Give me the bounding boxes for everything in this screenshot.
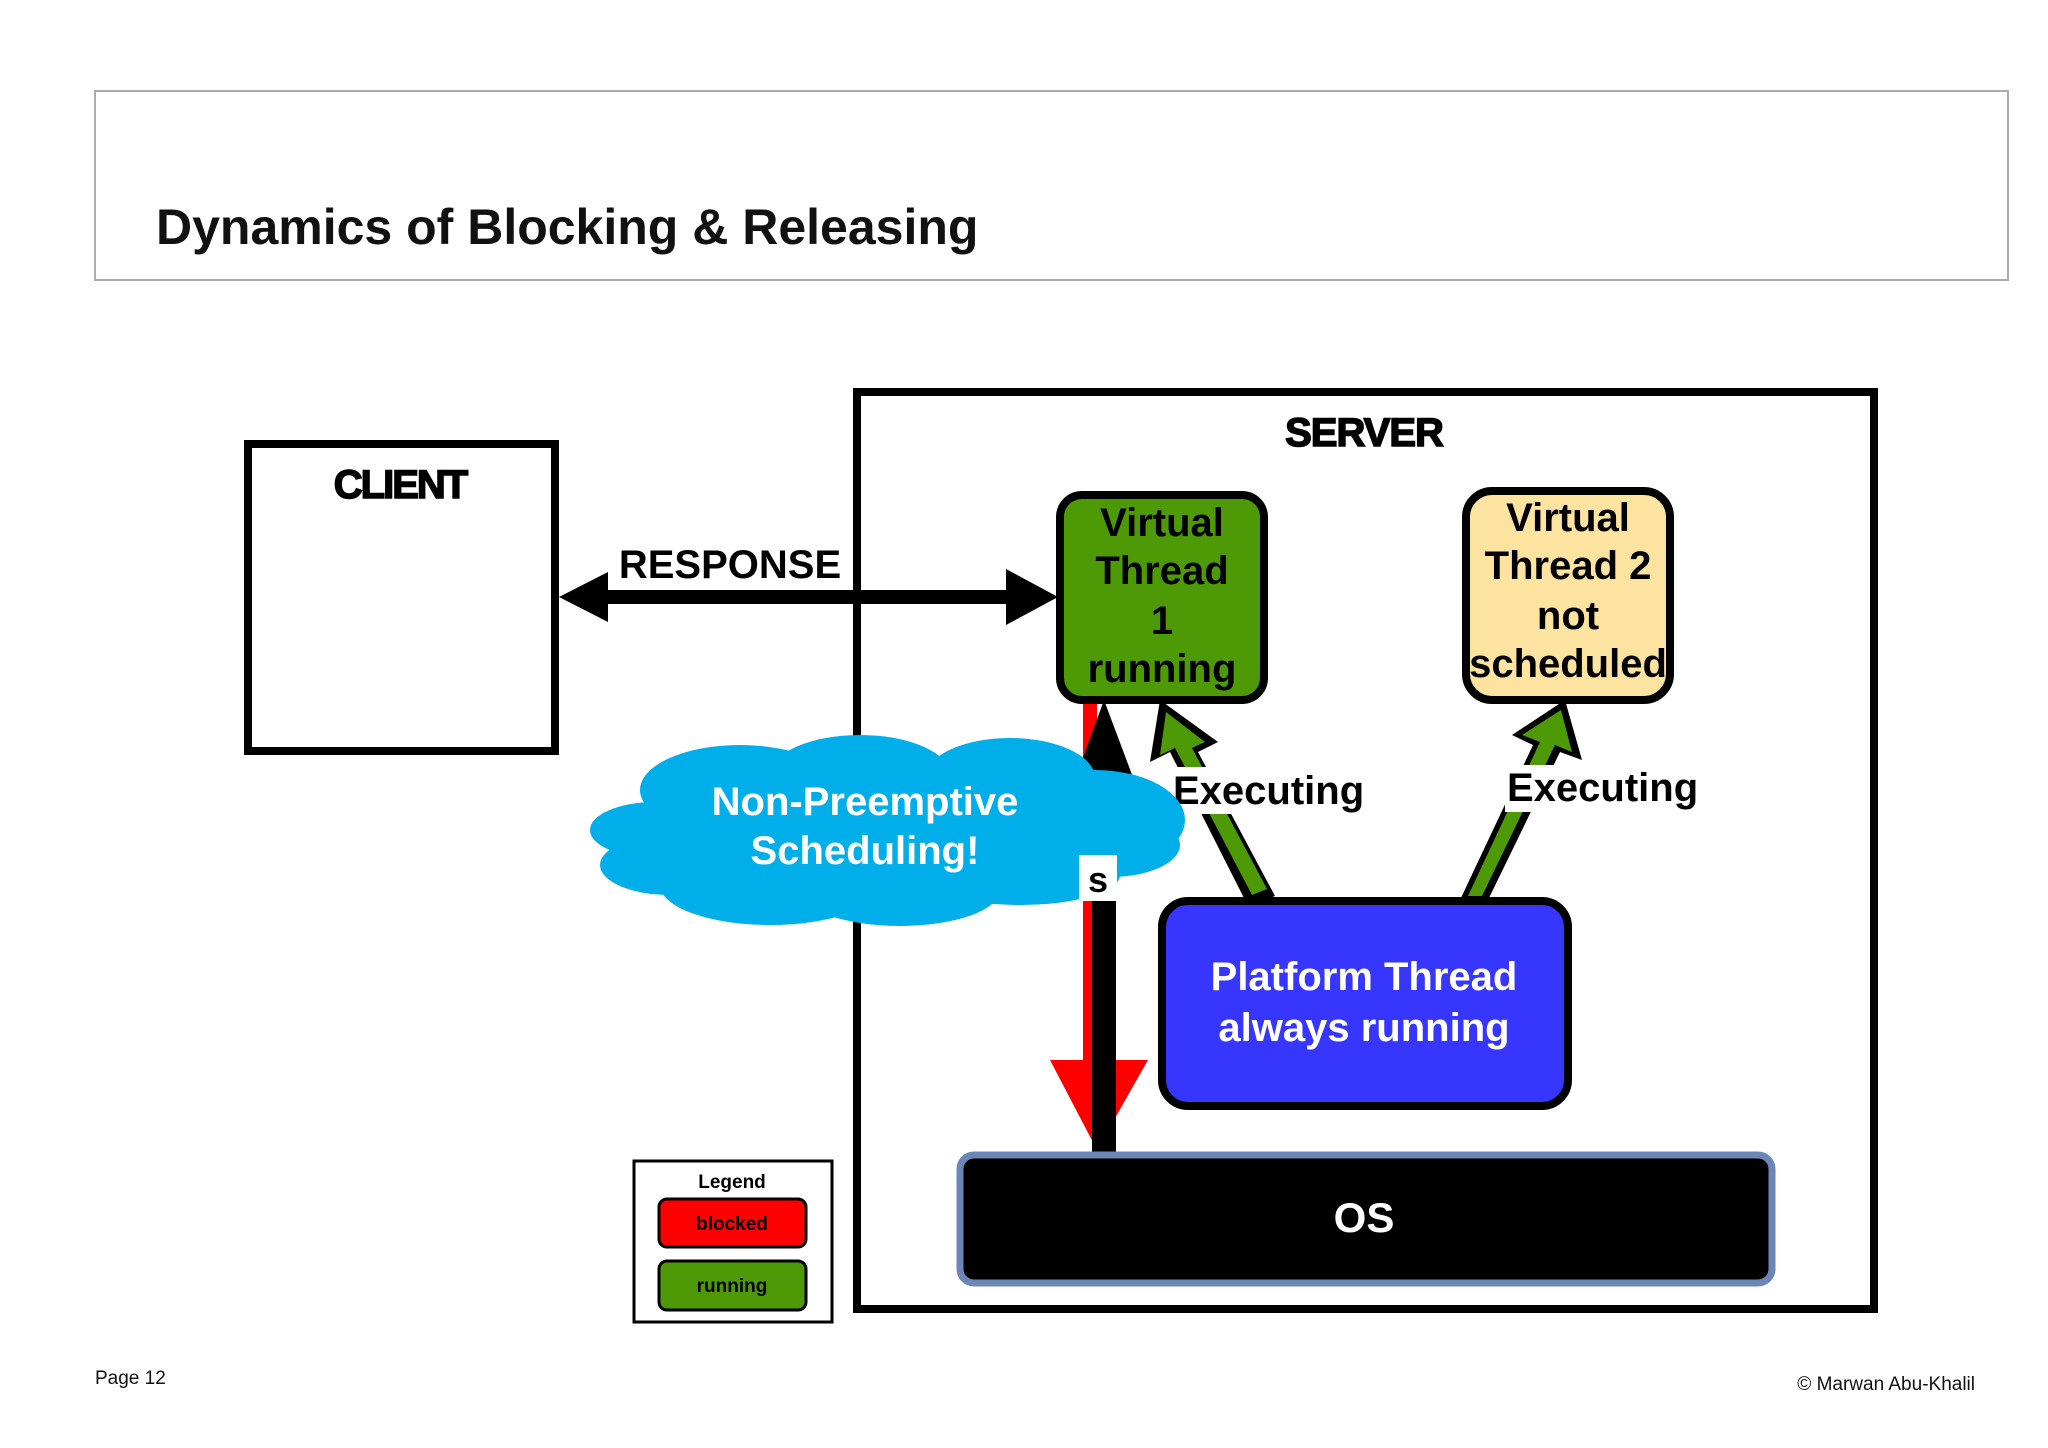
vt2-line: scheduled bbox=[1469, 642, 1667, 686]
legend-running-swatch bbox=[657, 1259, 808, 1312]
virtual-thread-2-label: Virtual Thread 2 not scheduled bbox=[1469, 496, 1667, 686]
executing-label-2-bg bbox=[1505, 765, 1699, 812]
response-label-bg bbox=[616, 543, 844, 590]
vt1-line: 1 bbox=[1151, 599, 1173, 643]
slide-title: Dynamics of Blocking & Releasing bbox=[156, 199, 979, 255]
vt1-line: Thread bbox=[1095, 549, 1228, 593]
legend-blocked-label: blocked bbox=[696, 1214, 768, 1235]
platform-thread-line-1: Platform Thread bbox=[1211, 955, 1518, 999]
cloud-line-1: Non-Preemptive bbox=[712, 780, 1019, 824]
vt2-line: Thread 2 bbox=[1485, 544, 1652, 588]
virtual-thread-1-box bbox=[1056, 491, 1268, 704]
partial-label: s bbox=[1088, 859, 1108, 900]
os-label: OS bbox=[1334, 1194, 1395, 1241]
os-box bbox=[956, 1151, 1776, 1287]
platform-thread-box bbox=[1158, 897, 1572, 1110]
title-box: Dynamics of Blocking & Releasing bbox=[94, 90, 2009, 281]
page-number: Page 12 bbox=[95, 1368, 166, 1389]
server-label: SERVER bbox=[1285, 411, 1444, 455]
executing-label-1-bg bbox=[1171, 767, 1371, 814]
vt2-line: not bbox=[1537, 594, 1599, 638]
platform-thread-line-2: always running bbox=[1218, 1006, 1509, 1050]
legend-running-label: running bbox=[697, 1276, 768, 1297]
executing-label-2: Executing bbox=[1507, 766, 1698, 810]
legend-title: Legend bbox=[698, 1172, 766, 1193]
vt1-line: Virtual bbox=[1100, 501, 1224, 545]
legend: Legend blocked running bbox=[632, 1159, 834, 1324]
client-box bbox=[244, 440, 559, 755]
copyright: © Marwan Abu-Khalil bbox=[1797, 1374, 1975, 1395]
legend-blocked-swatch bbox=[657, 1197, 808, 1249]
executing-label-1: Executing bbox=[1173, 769, 1364, 813]
virtual-thread-1-label: Virtual Thread 1 running bbox=[1088, 501, 1237, 691]
cloud-line-2: Scheduling! bbox=[751, 829, 980, 873]
vt1-line: running bbox=[1088, 647, 1237, 691]
partial-label-bg bbox=[1079, 855, 1117, 901]
vt2-line: Virtual bbox=[1506, 496, 1630, 540]
cloud-callout bbox=[590, 735, 1185, 926]
virtual-thread-2-box bbox=[1462, 487, 1674, 704]
response-arrow bbox=[559, 569, 1058, 625]
response-label: RESPONSE bbox=[619, 543, 841, 587]
client-label: CLIENT bbox=[334, 463, 468, 507]
